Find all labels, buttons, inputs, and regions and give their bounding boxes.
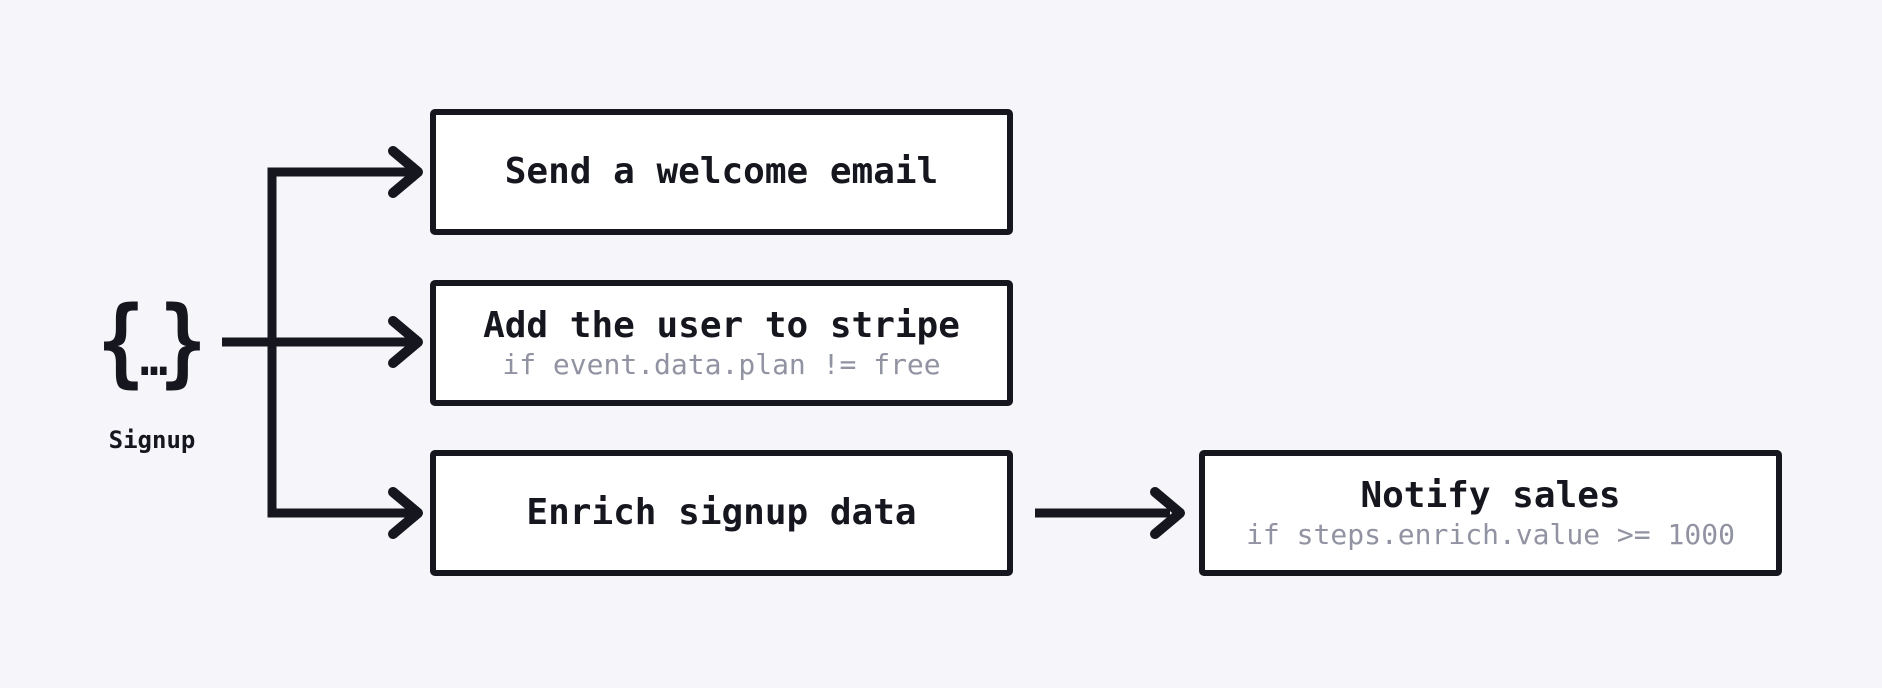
step-condition: if steps.enrich.value >= 1000	[1246, 518, 1735, 551]
step-title: Send a welcome email	[504, 151, 939, 192]
arrowhead-step-1-icon	[388, 146, 423, 198]
step-box-enrich-signup-data: Enrich signup data	[430, 450, 1013, 576]
brace-open: {	[97, 286, 145, 398]
step-title: Add the user to stripe	[483, 305, 960, 346]
event-payload-icon: { … }	[88, 288, 216, 396]
step-box-welcome-email: Send a welcome email	[430, 109, 1013, 235]
signup-event-label: Signup	[108, 426, 196, 454]
step-title: Enrich signup data	[526, 492, 917, 533]
arrowhead-step-2-icon	[388, 316, 423, 368]
step-title: Notify sales	[1360, 475, 1621, 516]
step-box-notify-sales: Notify sales if steps.enrich.value >= 10…	[1199, 450, 1782, 576]
step-condition: if event.data.plan != free	[502, 348, 941, 381]
arrowhead-step-4-icon	[1150, 487, 1185, 539]
brace-close: }	[159, 286, 207, 398]
payload-dots: …	[140, 332, 168, 386]
step-box-add-user-stripe: Add the user to stripe if event.data.pla…	[430, 280, 1013, 406]
arrowhead-step-3-icon	[388, 487, 423, 539]
